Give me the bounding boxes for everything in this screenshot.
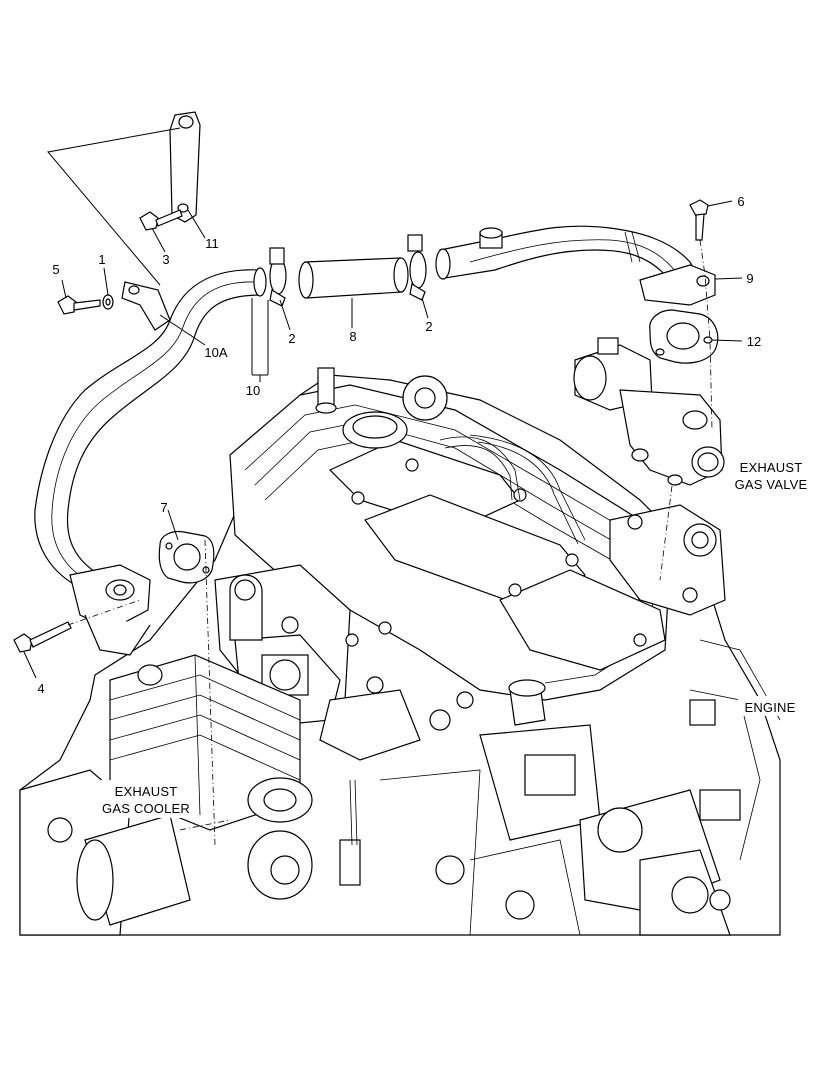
- callout-10: 10: [246, 383, 260, 398]
- bolt-4: [13, 621, 72, 653]
- exhaust-gas-valve: [573, 337, 725, 486]
- egr-tube-10: [34, 267, 267, 656]
- callout-labels: 1 2 2 3 4 5 6 7 8 9 10 10A 11 12: [37, 194, 761, 696]
- caption-exhaust-gas-valve-line2: GAS VALVE: [735, 477, 808, 492]
- callout-1: 1: [98, 252, 105, 267]
- callout-2-left: 2: [288, 331, 295, 346]
- bolt-3: [139, 209, 183, 231]
- bolt-6: [689, 199, 709, 241]
- component-captions: EXHAUST GAS VALVE EXHAUST GAS COOLER ENG…: [96, 456, 812, 818]
- hose-8: [298, 257, 409, 299]
- callout-2-right: 2: [425, 319, 432, 334]
- callout-8: 8: [349, 329, 356, 344]
- caption-exhaust-gas-cooler-line1: EXHAUST: [115, 784, 178, 799]
- callout-7: 7: [160, 500, 167, 515]
- egr-tube-9: [435, 225, 716, 306]
- clamp-2-right: [407, 234, 427, 301]
- callout-6: 6: [737, 194, 744, 209]
- leader-lines: [23, 127, 743, 846]
- callout-3: 3: [162, 252, 169, 267]
- caption-engine: ENGINE: [744, 700, 795, 715]
- caption-exhaust-gas-valve-line1: EXHAUST: [740, 460, 803, 475]
- callout-4: 4: [37, 681, 44, 696]
- washer-1: [102, 294, 114, 310]
- clamp-2-left: [269, 247, 287, 307]
- callout-9: 9: [746, 271, 753, 286]
- callout-5: 5: [52, 262, 59, 277]
- bolt-5: [57, 295, 101, 315]
- gasket-12: [649, 309, 719, 364]
- bracket-10a: [121, 281, 171, 331]
- callout-12: 12: [747, 334, 761, 349]
- callout-10a: 10A: [204, 345, 227, 360]
- callout-11: 11: [205, 236, 219, 251]
- gasket-7: [158, 530, 215, 584]
- bracket-11: [169, 111, 201, 223]
- caption-exhaust-gas-cooler-line2: GAS COOLER: [102, 801, 190, 816]
